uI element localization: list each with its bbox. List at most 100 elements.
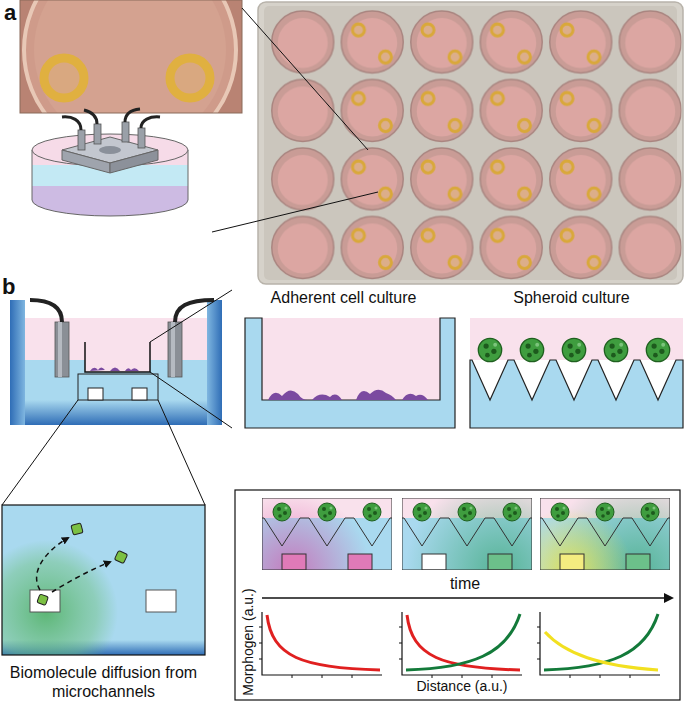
well-cross-section xyxy=(207,300,222,425)
adherent-well xyxy=(268,390,308,400)
panel-letter: a xyxy=(4,0,16,25)
well-cross-section xyxy=(58,322,62,377)
zoom-line xyxy=(158,400,205,505)
time-panel-2 xyxy=(405,498,532,570)
time-panel-1 xyxy=(262,518,392,546)
well-cross-section xyxy=(175,300,214,322)
time-panel-1 xyxy=(273,503,291,521)
axis-label: Distance (a.u.) xyxy=(416,678,507,694)
well-cross-section xyxy=(78,374,158,400)
graph-2 xyxy=(399,612,522,678)
well-cross-section xyxy=(10,300,25,425)
well-photo-inset xyxy=(170,58,210,98)
panel-letter: b xyxy=(2,274,15,299)
graph-3 xyxy=(537,612,660,678)
spheroid-well xyxy=(470,360,683,428)
diffusion-zoom xyxy=(52,562,110,592)
dish-schematic xyxy=(110,150,158,173)
graph-2 xyxy=(402,612,522,675)
graph-2 xyxy=(407,615,520,670)
dish-schematic xyxy=(138,128,145,148)
time-panel-3 xyxy=(540,498,670,570)
panel-heading-box: Adherent cell culture xyxy=(232,286,455,428)
zoom-line xyxy=(212,192,378,232)
time-panel-2 xyxy=(402,518,532,546)
spheroid-well xyxy=(604,338,627,361)
time-panel-3 xyxy=(540,518,670,546)
dish-schematic xyxy=(32,109,188,216)
time-panel-3 xyxy=(560,554,584,570)
well-photo-inset xyxy=(24,0,236,113)
diffusion-zoom xyxy=(30,590,60,612)
dish-schematic xyxy=(99,146,121,154)
well-cross-section xyxy=(90,368,139,372)
graph-2 xyxy=(406,614,520,670)
well-plate-photo xyxy=(616,8,682,282)
well-photo-inset xyxy=(20,0,242,113)
dish-schematic xyxy=(62,117,81,130)
node-text: Spheroid culture xyxy=(513,288,630,307)
well-cross-section xyxy=(10,300,222,425)
well-plate-photo xyxy=(258,2,683,284)
diffusion-zoom xyxy=(114,550,127,563)
well-cross-section xyxy=(132,388,147,400)
graph-1 xyxy=(262,612,382,675)
time-panel-1 xyxy=(262,498,392,570)
inset-border xyxy=(20,0,242,113)
adherent-well xyxy=(356,390,396,400)
adherent-well xyxy=(245,318,455,400)
time-panel-1 xyxy=(363,503,381,521)
time-panel-2 xyxy=(458,503,476,521)
axis-label: time xyxy=(450,575,480,593)
node-text: Adherent cell culture xyxy=(271,288,417,307)
time-panel-1 xyxy=(348,554,372,570)
zoom-box-border xyxy=(2,505,205,655)
spheroid-well xyxy=(478,338,501,361)
axis-label: Morphogen (a.u.) xyxy=(240,588,256,695)
well-cross-section xyxy=(55,322,69,377)
dish-schematic xyxy=(62,150,110,173)
time-panel-1 xyxy=(262,498,392,570)
well-cross-section xyxy=(168,322,182,377)
well-cross-section xyxy=(30,300,62,322)
zoom-line xyxy=(2,400,78,505)
dish-schematic xyxy=(32,134,188,166)
time-panel-2 xyxy=(503,503,521,521)
diffusion-zoom xyxy=(37,594,49,606)
diffusion-zoom xyxy=(37,538,68,590)
well-photo-inset xyxy=(44,58,84,98)
adherent-well xyxy=(245,318,455,428)
time-panel-3 xyxy=(626,554,650,570)
diffusion-zoom xyxy=(2,505,205,655)
well-cross-section xyxy=(171,322,175,377)
well-cross-section xyxy=(85,342,150,372)
well-cross-section xyxy=(88,388,103,400)
diffusion-zoom xyxy=(71,523,83,535)
time-panel-2 xyxy=(413,503,431,521)
zoom-line xyxy=(150,290,232,342)
adherent-well xyxy=(312,395,342,400)
adherent-well xyxy=(245,318,455,428)
time-panel-3 xyxy=(596,503,614,521)
graph-3 xyxy=(544,614,658,670)
time-panel-3 xyxy=(551,503,569,521)
dish-schematic xyxy=(125,109,140,122)
time-panel-3 xyxy=(641,503,659,521)
dish-schematic xyxy=(122,122,129,142)
time-panel-1 xyxy=(282,554,306,570)
time-arrow xyxy=(262,597,672,599)
well-cross-section xyxy=(10,400,222,425)
spheroid-well xyxy=(520,338,543,361)
graph-1 xyxy=(259,612,382,678)
node-text: Biomolecule diffusion from microchannels xyxy=(4,663,203,701)
dish-schematic xyxy=(84,110,97,124)
zoom-line xyxy=(242,8,368,150)
well-plate-photo xyxy=(258,2,683,284)
dish-schematic xyxy=(141,117,160,128)
spheroid-well xyxy=(470,318,683,428)
zoom-line xyxy=(150,372,232,428)
time-panel-2 xyxy=(422,554,446,570)
